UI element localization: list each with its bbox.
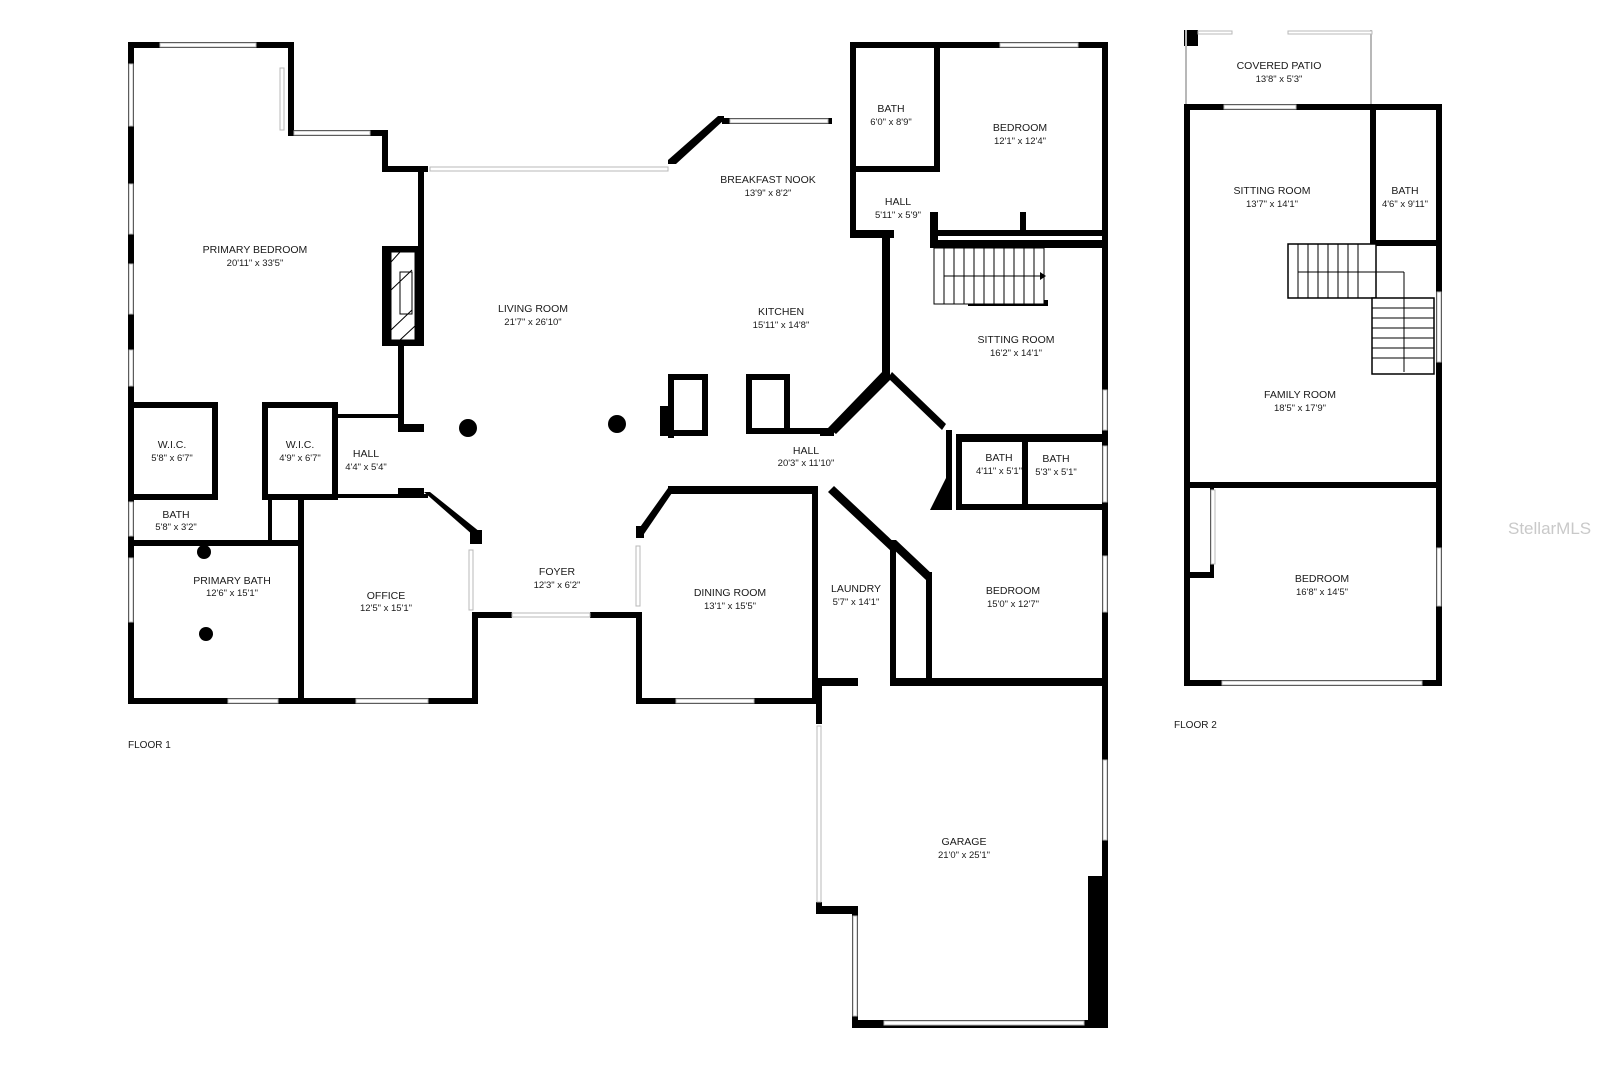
watermark: StellarMLS bbox=[1508, 519, 1591, 538]
room-bath-2-dim: 4'11" x 5'1" bbox=[976, 466, 1022, 477]
room-bath-5-dim: 4'6" x 9'11" bbox=[1382, 199, 1428, 210]
floor-2-windows bbox=[1210, 104, 1442, 686]
room-hall-3-name: HALL bbox=[793, 445, 819, 457]
room-dining-room-name: DINING ROOM bbox=[694, 587, 766, 599]
room-kitchen-dim: 15'11" x 14'8" bbox=[753, 320, 810, 331]
floor-1-walls bbox=[128, 42, 1108, 1028]
room-bath-2-name: BATH bbox=[985, 452, 1012, 464]
room-bath-4-name: BATH bbox=[162, 509, 189, 521]
room-living-room-name: LIVING ROOM bbox=[498, 303, 568, 315]
room-wic-2-dim: 4'9" x 6'7" bbox=[279, 453, 321, 464]
room-wic-1-dim: 5'8" x 6'7" bbox=[151, 453, 193, 464]
room-office-dim: 12'5" x 15'1" bbox=[360, 603, 412, 614]
floor-1-windows bbox=[128, 42, 1108, 1026]
room-hall-1-name: HALL bbox=[885, 196, 911, 208]
room-bedroom-1-name: BEDROOM bbox=[993, 122, 1047, 134]
room-sitting-room-2-dim: 13'7" x 14'1" bbox=[1246, 199, 1298, 210]
room-foyer-name: FOYER bbox=[539, 566, 576, 578]
room-sitting-room-1-dim: 16'2" x 14'1" bbox=[990, 348, 1042, 359]
room-labels: PRIMARY BEDROOM 20'11" x 33'5" LIVING RO… bbox=[151, 60, 1428, 861]
room-hall-2-dim: 4'4" x 5'4" bbox=[345, 462, 387, 473]
room-garage-dim: 21'0" x 25'1" bbox=[938, 850, 990, 861]
room-foyer-dim: 12'3" x 6'2" bbox=[534, 580, 581, 591]
room-bedroom-3-dim: 16'8" x 14'5" bbox=[1296, 587, 1348, 598]
room-bath-4-dim: 5'8" x 3'2" bbox=[155, 522, 197, 533]
room-primary-bath-name: PRIMARY BATH bbox=[193, 575, 271, 587]
room-office-name: OFFICE bbox=[367, 590, 406, 602]
room-bath-1-name: BATH bbox=[877, 103, 904, 115]
room-kitchen-name: KITCHEN bbox=[758, 306, 804, 318]
room-bath-3-dim: 5'3" x 5'1" bbox=[1035, 467, 1077, 478]
room-breakfast-nook-name: BREAKFAST NOOK bbox=[720, 174, 816, 186]
room-bedroom-2-name: BEDROOM bbox=[986, 585, 1040, 597]
room-hall-3-dim: 20'3" x 11'10" bbox=[778, 458, 835, 469]
room-bath-1-dim: 6'0" x 8'9" bbox=[870, 117, 912, 128]
room-primary-bath-dim: 12'6" x 15'1" bbox=[206, 588, 258, 599]
room-laundry-name: LAUNDRY bbox=[831, 583, 881, 595]
room-family-room-name: FAMILY ROOM bbox=[1264, 389, 1336, 401]
room-covered-patio-dim: 13'8" x 5'3" bbox=[1256, 74, 1303, 85]
room-covered-patio-name: COVERED PATIO bbox=[1237, 60, 1322, 72]
floor-2-stairs bbox=[1287, 243, 1435, 375]
room-wic-1-name: W.I.C. bbox=[158, 439, 187, 451]
floor-1-stairs bbox=[933, 247, 1046, 305]
room-bath-5-name: BATH bbox=[1391, 185, 1418, 197]
floor-1-label: FLOOR 1 bbox=[128, 740, 171, 751]
room-sitting-room-1-name: SITTING ROOM bbox=[978, 334, 1055, 346]
room-garage-name: GARAGE bbox=[942, 836, 987, 848]
floor-2-label: FLOOR 2 bbox=[1174, 720, 1217, 731]
room-bedroom-1-dim: 12'1" x 12'4" bbox=[994, 136, 1046, 147]
room-dining-room-dim: 13'1" x 15'5" bbox=[704, 601, 756, 612]
room-laundry-dim: 5'7" x 14'1" bbox=[833, 597, 880, 608]
room-wic-2-name: W.I.C. bbox=[286, 439, 315, 451]
room-bedroom-2-dim: 15'0" x 12'7" bbox=[987, 599, 1039, 610]
room-primary-bedroom-dim: 20'11" x 33'5" bbox=[227, 258, 284, 269]
room-hall-2-name: HALL bbox=[353, 448, 379, 460]
room-hall-1-dim: 5'11" x 5'9" bbox=[875, 210, 921, 221]
room-primary-bedroom-name: PRIMARY BEDROOM bbox=[203, 244, 308, 256]
floor-1-columns bbox=[197, 415, 626, 641]
room-sitting-room-2-name: SITTING ROOM bbox=[1234, 185, 1311, 197]
room-family-room-dim: 18'5" x 17'9" bbox=[1274, 403, 1326, 414]
room-breakfast-nook-dim: 13'9" x 8'2" bbox=[745, 188, 792, 199]
room-bath-3-name: BATH bbox=[1042, 453, 1069, 465]
room-living-room-dim: 21'7" x 26'10" bbox=[504, 317, 561, 328]
room-bedroom-3-name: BEDROOM bbox=[1295, 573, 1349, 585]
